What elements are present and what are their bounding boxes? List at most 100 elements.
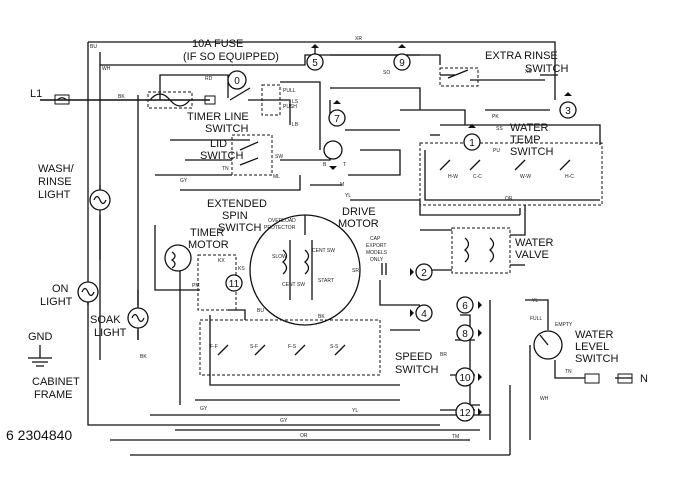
contact-7: 7 [328,100,346,127]
wire-code-labels: BU WH BK RD XR XB SO LS LB SW ML GY OR Y… [90,36,572,440]
contact-2: 2 [410,263,433,281]
drive-motor-label-1: DRIVE [342,206,376,218]
svg-text:12: 12 [459,408,471,419]
svg-text:11: 11 [229,279,240,290]
speed-switch-label-2: SWITCH [395,364,438,376]
water-level-label-2: LEVEL [575,341,609,353]
svg-text:8: 8 [462,329,468,340]
svg-text:2: 2 [421,268,427,279]
contact-5: 5 [306,44,324,71]
water-temp-label-2: TEMP [510,134,541,146]
speed-switch: SPEED SWITCH [395,351,438,376]
water-valve-label-1: WATER [515,237,554,249]
on-light-label-1: ON [52,283,69,295]
svg-text:OR: OR [505,196,513,202]
lid-switch: LID SWITCH [200,134,273,176]
svg-text:WH: WH [540,396,549,402]
contact-4: 4 [410,304,433,322]
pull-label: PULL [283,88,296,94]
svg-text:XR: XR [355,36,362,42]
svg-text:YL: YL [345,193,351,199]
cabinet-label-2: FRAME [34,389,73,401]
fuse-label: 10A FUSE [192,38,243,50]
svg-text:ML: ML [273,174,280,180]
water-level-label-3: SWITCH [575,353,618,365]
svg-text:T: T [343,162,346,168]
svg-text:F-F: F-F [210,344,218,350]
svg-text:PM: PM [192,283,200,289]
svg-text:3: 3 [565,106,571,117]
svg-text:M: M [340,182,344,188]
svg-text:YL: YL [352,408,358,414]
water-level-label-1: WATER [575,329,614,341]
svg-text:5: 5 [312,58,318,69]
extended-spin-switch: EXTENDED SPIN SWITCH [207,198,267,234]
svg-text:H-C: H-C [565,174,574,180]
contact-14 [323,140,343,170]
water-valve: WATER VALVE [464,237,554,263]
svg-text:SS: SS [496,126,503,132]
water-temp-label-1: WATER [510,122,549,134]
lid-switch-label-1: LID [210,138,227,150]
svg-text:7: 7 [334,114,340,125]
contact-8: 8 [456,324,482,342]
svg-text:SR: SR [352,268,359,274]
fuse: 10A FUSE (IF SO EQUIPPED) [147,38,279,109]
svg-text:F-S: F-S [288,344,297,350]
timer-motor-label-2: MOTOR [188,239,229,251]
timer-line-switch-label-1: TIMER LINE [187,111,249,123]
fuse-note: (IF SO EQUIPPED) [183,51,279,63]
svg-text:S-F: S-F [250,344,258,350]
contact-1: 1 [463,124,481,151]
drive-motor-label-2: MOTOR [338,218,379,230]
overload-label-1: OVERLOAD [268,218,296,224]
timer-motor: TIMER MOTOR [164,227,229,272]
wash-rinse-light: WASH/ RINSE LIGHT [38,163,111,211]
svg-text:S-S: S-S [330,344,339,350]
push-label: PUSH [283,104,297,110]
cabinet-label-1: CABINET [32,376,80,388]
drive-motor: DRIVE MOTOR OVERLOAD PROTECTOR SLOW CENT… [264,206,379,300]
svg-text:TM: TM [452,434,459,440]
svg-text:W-W: W-W [520,174,531,180]
contact-3: 3 [559,92,577,119]
l1-terminal: L1 [30,88,70,105]
speed-switch-label-1: SPEED [395,351,432,363]
svg-text:C-C: C-C [473,174,482,180]
extended-spin-label-1: EXTENDED [207,198,267,210]
svg-text:BU: BU [90,44,97,50]
wash-rinse-label-3: LIGHT [38,189,71,201]
water-temp-switch: WATER TEMP SWITCH H-W C-C W-W H-C [439,122,574,180]
svg-text:GY: GY [200,406,208,412]
water-temp-label-3: SWITCH [510,146,553,158]
timer-motor-label-1: TIMER [190,227,224,239]
svg-text:PU: PU [493,148,500,154]
svg-text:9: 9 [399,58,405,69]
svg-text:6: 6 [462,301,468,312]
timer-line-switch: 0 PULL PUSH TIMER LINE SWITCH [187,70,297,135]
wash-rinse-label-2: RINSE [38,176,72,188]
ground: GND CABINET FRAME [28,331,80,401]
cap-export: CAP EXPORT MODELS ONLY [366,236,388,275]
svg-text:FULL: FULL [530,316,542,322]
contact-11: 11 [225,274,243,292]
extended-spin-label-2: SPIN [222,210,248,222]
extra-rinse-switch: EXTRA RINSE SWITCH [439,50,568,87]
n-label: N [640,373,648,385]
on-light-label-2: LIGHT [40,296,73,308]
svg-text:SLOW: SLOW [272,254,287,260]
gnd-label: GND [28,331,53,343]
svg-text:BK: BK [318,314,325,320]
svg-text:TN: TN [565,369,572,375]
svg-text:XB: XB [525,69,532,75]
svg-text:WH: WH [102,66,111,72]
svg-text:H-W: H-W [448,174,458,180]
soak-light-label-1: SOAK [90,314,121,326]
svg-text:EXPORT: EXPORT [366,243,386,249]
svg-text:BK: BK [140,354,147,360]
svg-text:ONLY: ONLY [370,257,384,263]
svg-text:CENT SW: CENT SW [312,248,335,254]
svg-text:KS: KS [238,266,245,272]
svg-text:SW: SW [275,154,283,160]
svg-text:KX: KX [218,258,225,264]
